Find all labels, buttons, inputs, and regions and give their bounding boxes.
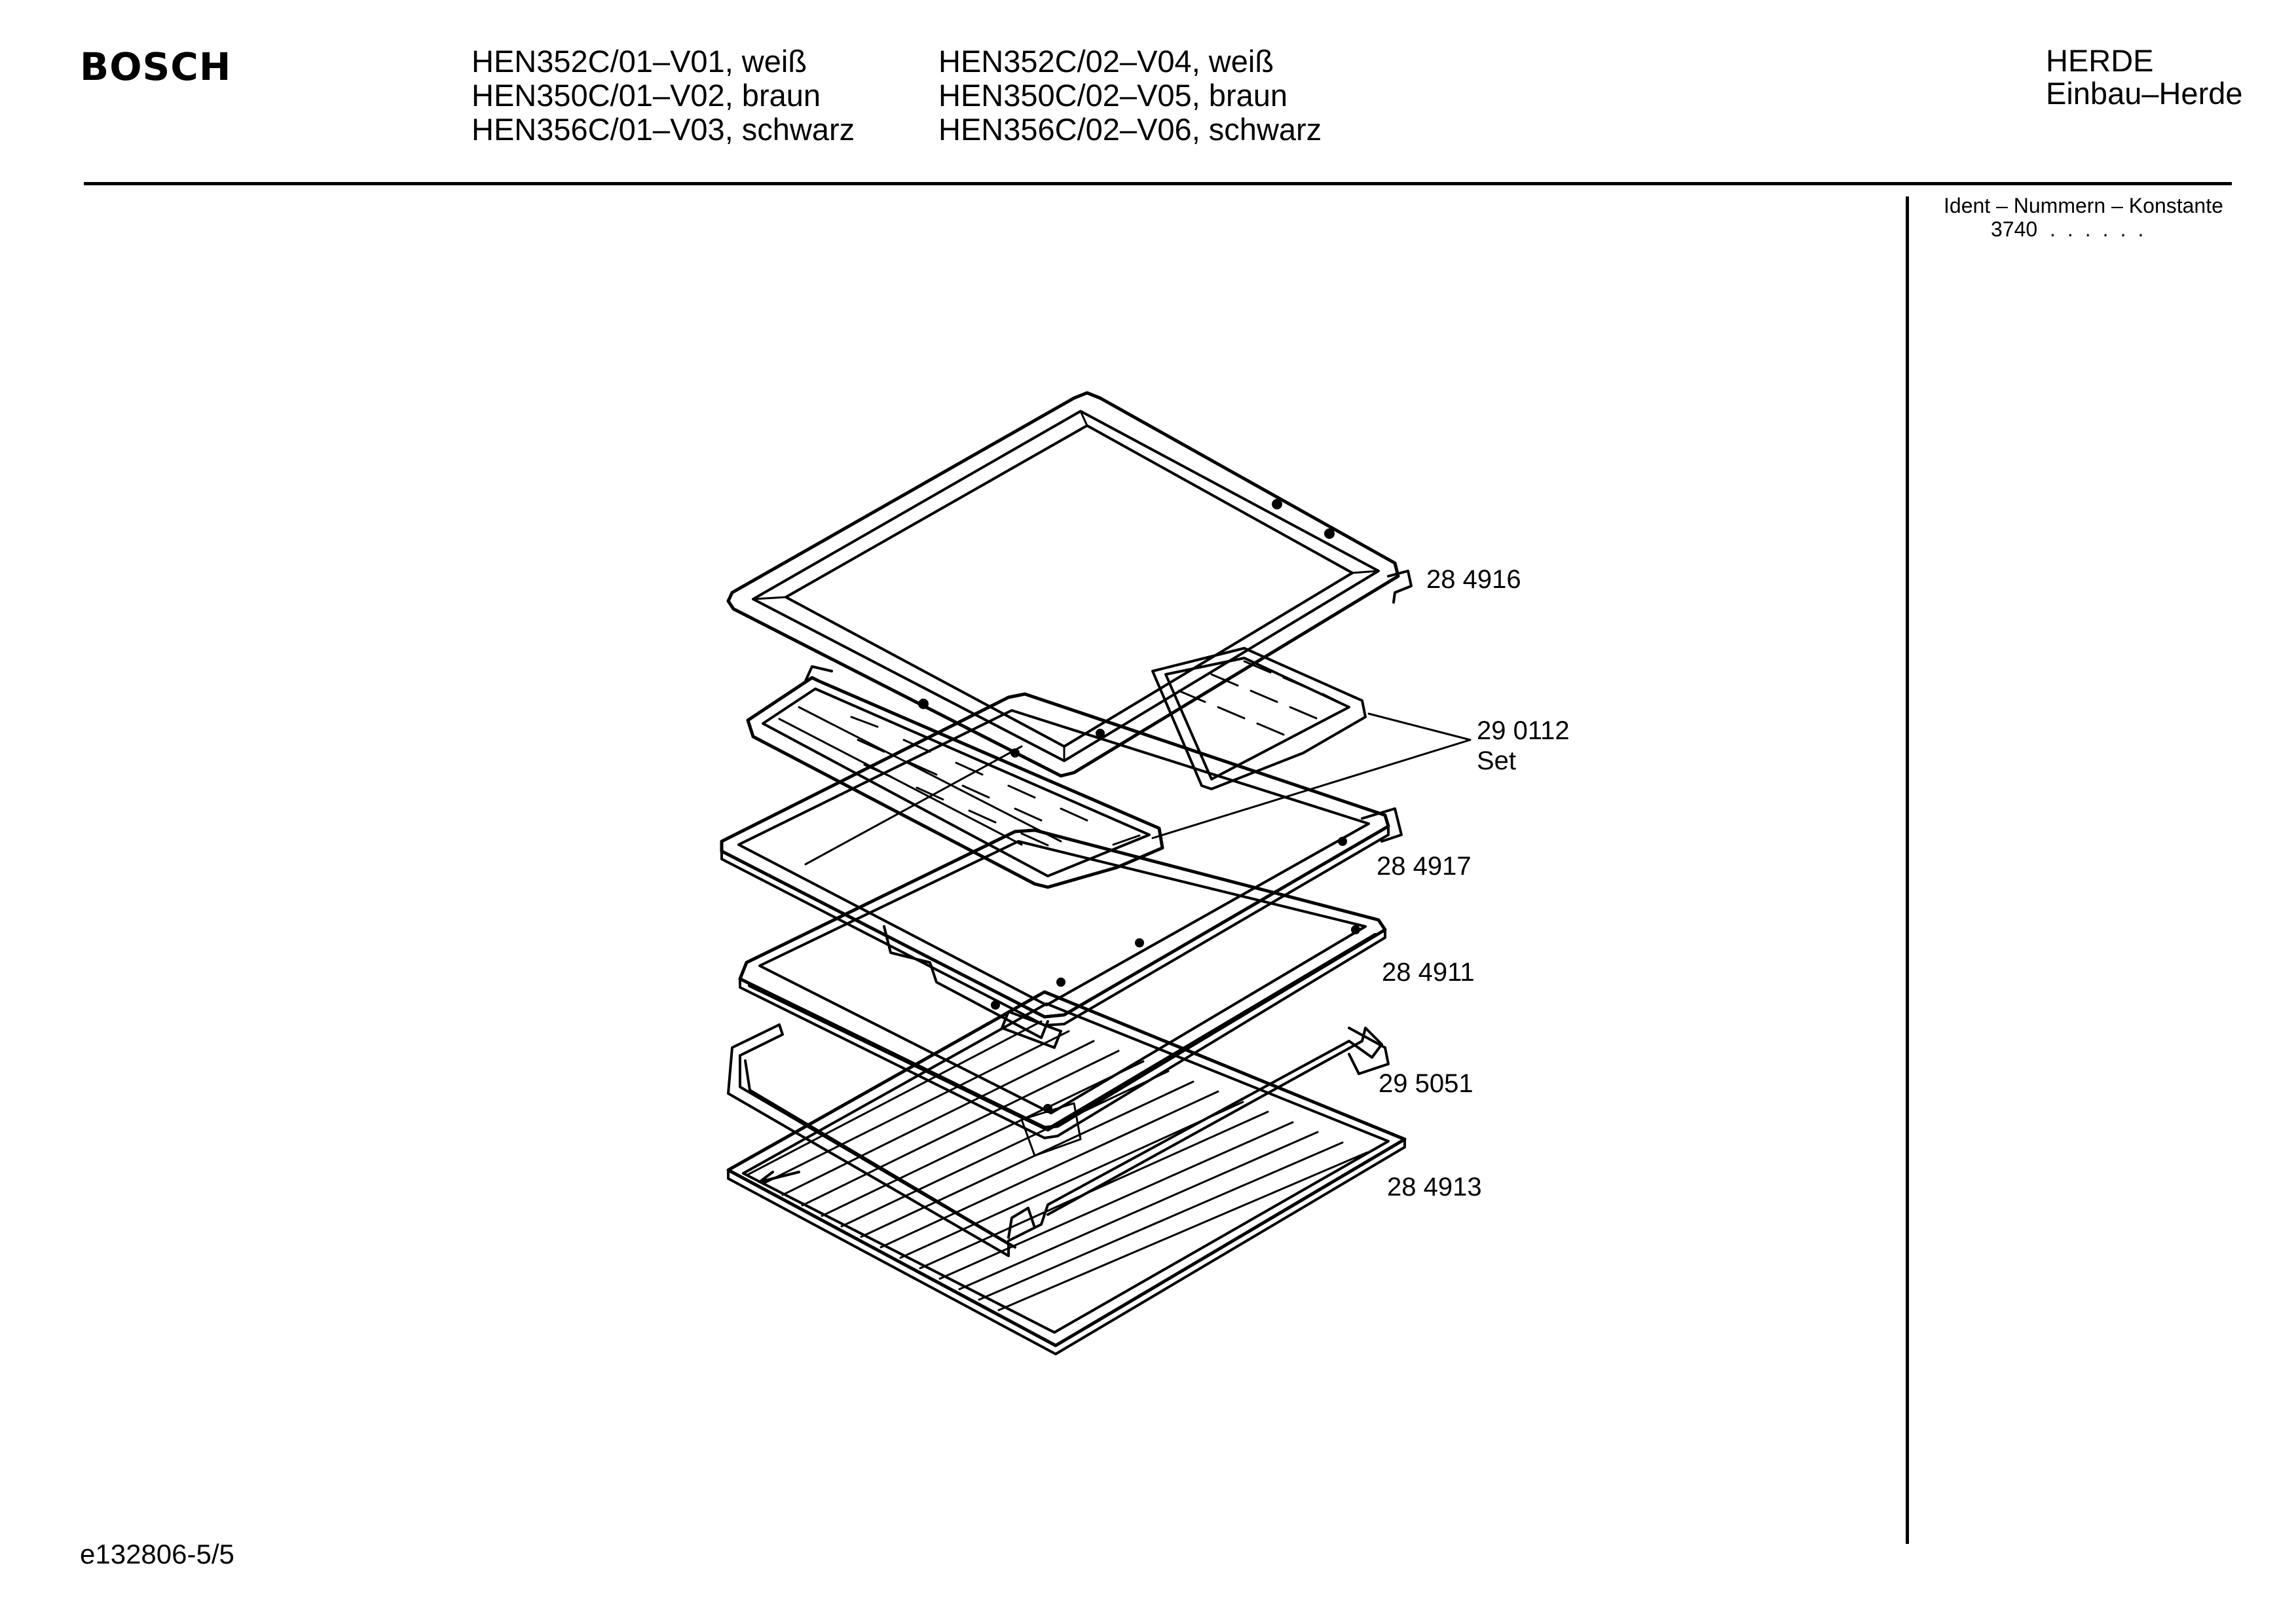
model-line: HEN352C/02–V04, weiß [938,44,1274,79]
part-number-label: 28 4917 [1377,852,1472,881]
roasting-pan-drawing [728,393,1411,776]
model-line: HEN356C/02–V06, schwarz [938,112,1322,147]
wire-rack-drawing [728,992,1405,1354]
shelf-support-drawing [728,1025,1388,1256]
model-line: HEN350C/02–V05, braun [938,78,1288,113]
sidebar-divider [1906,196,1909,1544]
drawing-id: e132806-5/5 [80,1539,234,1569]
leader-lines [1153,714,1470,838]
ident-label: Ident – Nummern – Konstante [1944,194,2223,217]
ident-dots: ...... [2050,217,2156,241]
brand-logo: BOSCH [80,45,232,89]
part-number-label: 28 4916 [1426,565,1521,594]
part-number-label: 28 4911 [1382,958,1475,987]
model-line: HEN350C/01–V02, braun [472,78,821,113]
model-line: HEN356C/01–V03, schwarz [472,112,855,147]
model-list-2: HEN352C/02–V04, weiß HEN350C/02–V05, bra… [938,45,1322,147]
category-block: HERDE Einbau–Herde [2046,45,2243,110]
part-number-label: 29 0112 [1477,716,1570,745]
header-divider [84,182,2232,185]
model-list-1: HEN352C/01–V01, weiß HEN350C/01–V02, bra… [472,45,855,147]
model-line: HEN352C/01–V01, weiß [472,44,807,79]
part-note-label: Set [1477,746,1517,775]
part-number-label: 28 4913 [1387,1173,1482,1201]
category-title: HERDE [2046,43,2154,78]
ident-value: 3740 [1991,217,2038,241]
part-number-label: 29 5051 [1379,1069,1473,1098]
baking-tray-drawing [740,830,1385,1138]
category-subtitle: Einbau–Herde [2046,76,2243,111]
